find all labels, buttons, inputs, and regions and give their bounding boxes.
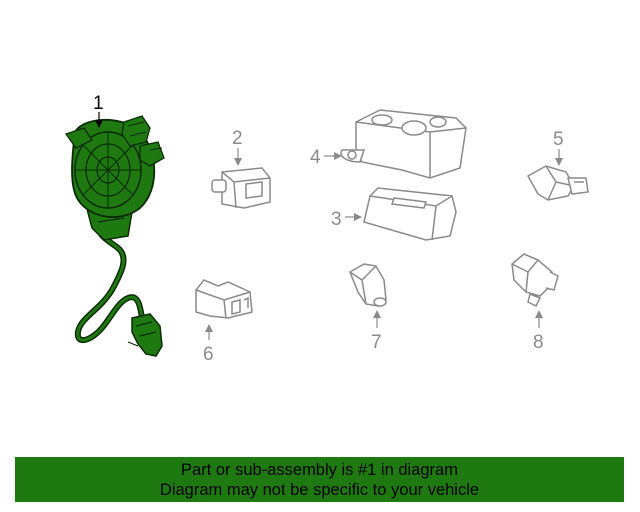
svg-text:8: 8 [533, 332, 544, 353]
callout-3: 3 [331, 209, 362, 230]
callout-6: 6 [203, 324, 214, 365]
banner-line-1: Part or sub-assembly is #1 in diagram [181, 461, 458, 479]
callout-1: 1 [93, 93, 104, 128]
svg-text:7: 7 [371, 332, 382, 353]
svg-text:4: 4 [310, 147, 321, 168]
callout-7: 7 [371, 310, 382, 353]
part-4-control-module[interactable] [340, 109, 467, 179]
part-1-clock-spring[interactable] [64, 115, 165, 357]
svg-text:1: 1 [93, 93, 104, 114]
info-banner: Part or sub-assembly is #1 in diagram Di… [15, 457, 624, 502]
svg-text:5: 5 [553, 129, 564, 150]
svg-text:2: 2 [232, 128, 243, 149]
part-6-sensor[interactable] [195, 279, 253, 319]
part-7-sensor[interactable] [349, 263, 387, 307]
part-5-sensor[interactable] [526, 165, 589, 201]
part-8-sensor[interactable] [511, 253, 559, 308]
banner-line-2: Diagram may not be specific to your vehi… [159, 481, 480, 499]
svg-text:3: 3 [331, 209, 342, 230]
svg-text:6: 6 [203, 344, 214, 365]
callout-4: 4 [310, 147, 342, 168]
callout-2: 2 [232, 128, 243, 166]
callout-8: 8 [533, 310, 544, 353]
callout-5: 5 [553, 129, 564, 166]
part-2-sensor[interactable] [211, 167, 271, 209]
part-3-bracket[interactable] [363, 187, 457, 241]
